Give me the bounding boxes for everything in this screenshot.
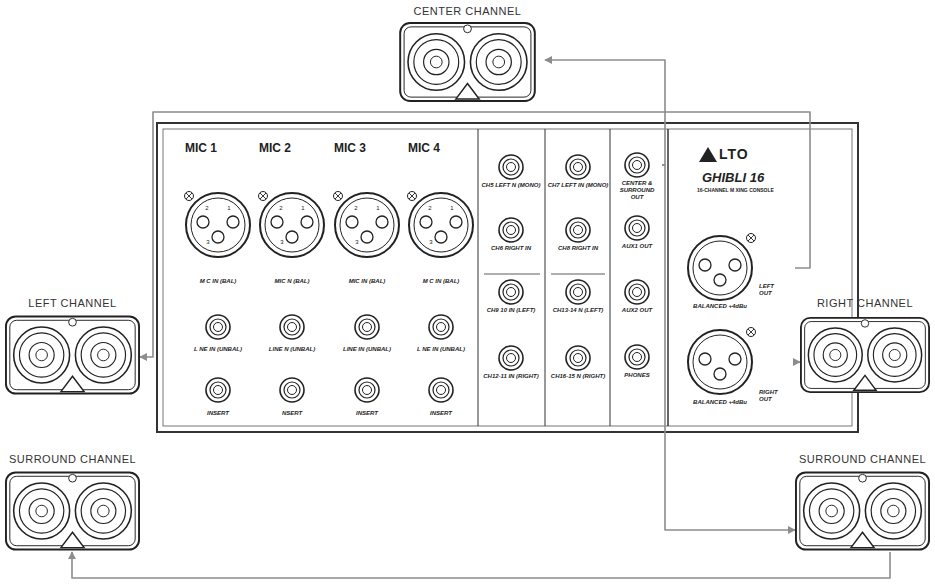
speaker-label: RIGHT CHANNEL (800, 296, 930, 310)
brand-logo: LTO (719, 146, 759, 162)
signal-cable (140, 112, 810, 357)
socket-label: CH8 RIGHT IN (547, 245, 609, 252)
socket-label: RIGHT OUT (759, 389, 789, 403)
socket-label: LINE N (UNBAL) (256, 346, 328, 353)
console-name: GHIBLI 16 (702, 170, 764, 185)
signal-cable (662, 165, 795, 530)
signal-cable (72, 552, 890, 578)
speaker: CENTER CHANNEL (390, 4, 545, 102)
section-heading: MIC 4 (408, 141, 478, 155)
socket-label: AUX2 OUT (612, 307, 662, 314)
speaker-cabinet (390, 22, 545, 102)
section-heading: MIC 2 (259, 141, 329, 155)
speaker-cabinet (795, 470, 930, 552)
output-socket: BALANCED +4dBuLEFT OUT (683, 233, 795, 323)
pin-number: 3 (277, 238, 287, 246)
output-socket: BALANCED +4dBuRIGHT OUT (683, 327, 795, 419)
output-socket: CENTER & SURROUND OUT (613, 152, 662, 204)
socket-label: LEFT OUT (759, 283, 785, 297)
pin-number: 2 (276, 204, 286, 212)
mixer-panel (157, 123, 858, 432)
socket-label: M C IN (BAL) (405, 278, 477, 285)
pin-number: 3 (203, 238, 213, 246)
speaker-label: SURROUND CHANNEL (795, 452, 930, 466)
socket-label: AUX1 OUT (612, 243, 662, 250)
pin-number: 2 (351, 204, 361, 212)
socket-label: CH6 RIGHT IN (480, 245, 542, 252)
signal-cable (795, 361, 800, 363)
logo-triangle (699, 147, 717, 162)
socket-label: BALANCED +4dBu (683, 303, 757, 310)
speaker-label: CENTER CHANNEL (390, 4, 545, 18)
speaker-label: LEFT CHANNEL (5, 296, 140, 310)
speaker: RIGHT CHANNEL (800, 296, 930, 396)
socket-label: BALANCED +4dBu (683, 399, 757, 406)
speaker-cabinet (800, 314, 930, 396)
socket-label: CH16-15 N (RIGHT) (547, 373, 609, 380)
speaker-cabinet (5, 314, 140, 396)
socket-label: INSERT (405, 410, 477, 417)
mixer-console: GHIBLI 16 16-CHANNEL M XING CONSOLE CENTER… (157, 123, 858, 432)
socket-label: CH12-11 IN (RIGHT) (480, 373, 542, 380)
pin-number: 2 (425, 204, 435, 212)
pin-number: 3 (352, 238, 362, 246)
pin-number: 1 (298, 204, 308, 212)
socket-label: M C IN (BAL) (182, 278, 254, 285)
pin-number: 1 (447, 204, 457, 212)
speaker-cabinet (5, 470, 140, 552)
socket-label: PHONES (612, 372, 662, 379)
pin-number: 1 (224, 204, 234, 212)
output-xlr (688, 234, 756, 395)
socket-label: CH5 LEFT N (MONO) (480, 182, 542, 189)
socket-label: L NE IN (UNBAL) (405, 346, 477, 353)
socket-label: CENTER & SURROUND OUT (613, 180, 661, 202)
pin-number: 2 (202, 204, 212, 212)
socket-label: NSERT (256, 410, 328, 417)
speaker-label: SURROUND CHANNEL (5, 452, 140, 466)
speaker: LEFT CHANNEL (5, 296, 140, 396)
socket-label: INSERT (331, 410, 403, 417)
jack-sockets (206, 153, 649, 402)
socket-label: LINE IN (UNBAL) (331, 346, 403, 353)
socket-label: CH9 10 IN (LEFT) (480, 307, 542, 314)
socket-label: MIC IN (BAL) (331, 278, 403, 285)
speaker: SURROUND CHANNEL (5, 452, 140, 552)
mic-xlr-inputs (185, 192, 474, 258)
section-heading: MIC 1 (185, 141, 255, 155)
speaker: SURROUND CHANNEL (795, 452, 930, 552)
section-heading: MIC 3 (334, 141, 404, 155)
console-name: 16-CHANNEL M XING CONSOLE (697, 187, 774, 194)
socket-label: CH7 LEFT IN (MONO) (547, 182, 609, 189)
pin-number: 3 (426, 238, 436, 246)
socket-label: L NE IN (UNBAL) (182, 346, 254, 353)
socket-label: CH13-14 N (LEFT) (547, 307, 609, 314)
socket-label: INSERT (182, 410, 254, 417)
pin-number: 1 (373, 204, 383, 212)
signal-cable (545, 60, 665, 165)
socket-label: MIC N (BAL) (256, 278, 328, 285)
